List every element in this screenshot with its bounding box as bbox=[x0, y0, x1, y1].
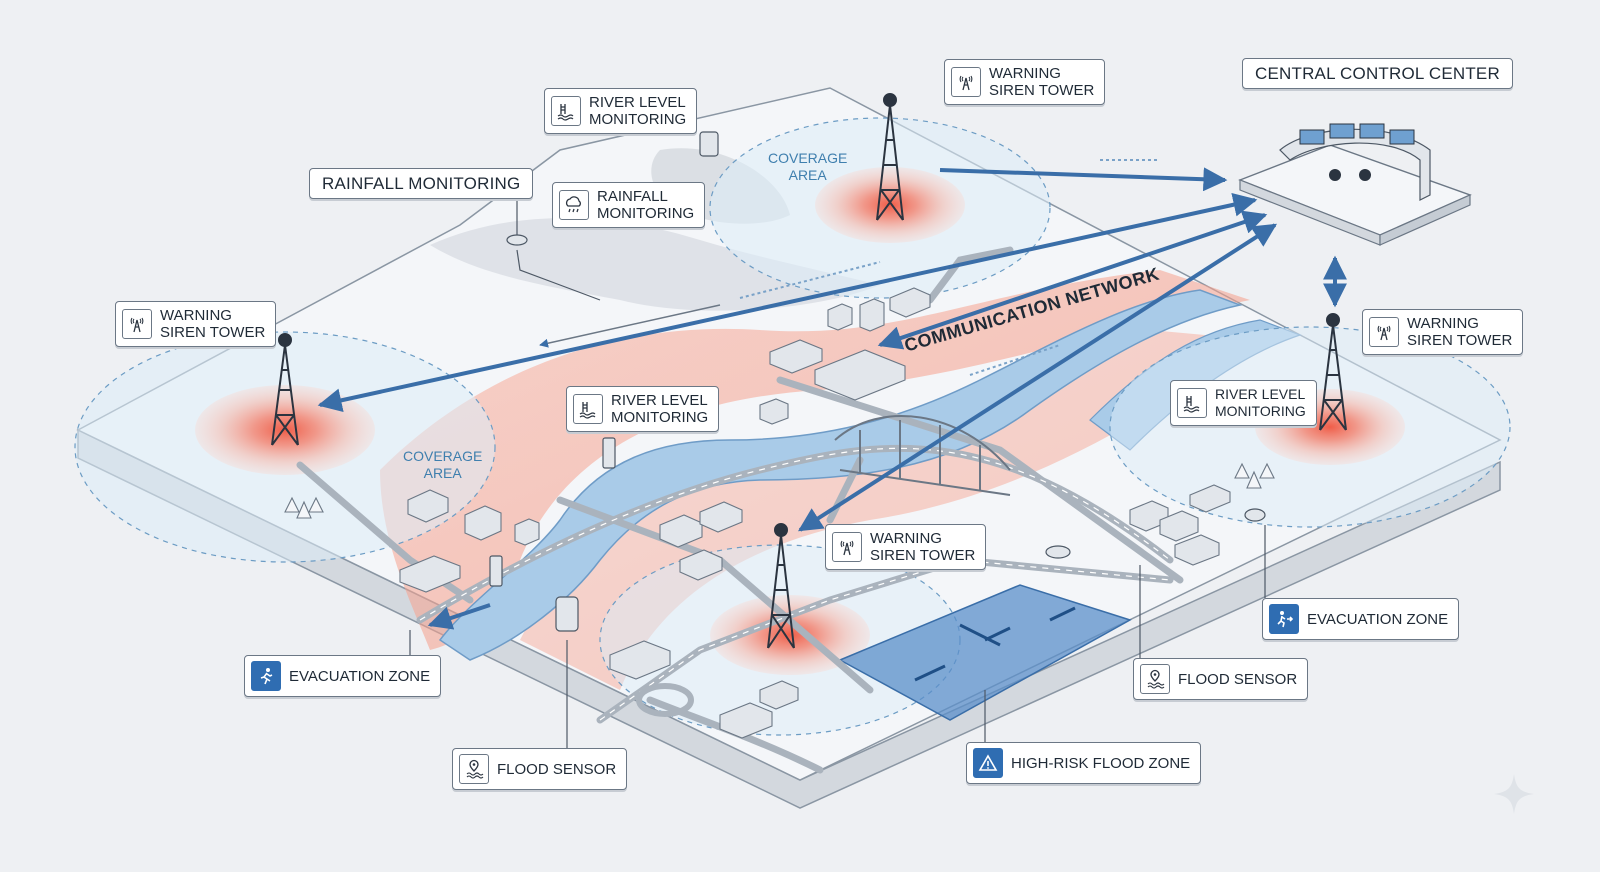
river-gauge-icon bbox=[551, 96, 581, 126]
network-link-thin bbox=[539, 304, 721, 348]
high-risk-flood-zone-area bbox=[838, 584, 1132, 721]
running-person-icon bbox=[251, 661, 281, 691]
siren-towers bbox=[271, 93, 1347, 649]
communication-links bbox=[317, 167, 1347, 630]
data-packets bbox=[739, 159, 1160, 376]
coverage-area-label-left: COVERAGE AREA bbox=[403, 448, 483, 481]
rain-cloud-icon bbox=[559, 190, 589, 220]
sparkle-icon bbox=[1494, 774, 1534, 814]
flood-flow-arrows bbox=[914, 606, 1076, 682]
river-gauge-icon bbox=[573, 394, 603, 424]
roundabout bbox=[636, 683, 694, 717]
location-pin-wave-icon bbox=[459, 754, 489, 784]
control-center-building bbox=[1238, 123, 1472, 246]
coverage-area-label-top: COVERAGE AREA bbox=[768, 150, 848, 183]
running-person-icon bbox=[1269, 604, 1299, 634]
rainfall-monitoring-label-plain: RAINFALL MONITORING bbox=[309, 168, 534, 199]
location-pin-wave-icon bbox=[1140, 664, 1170, 694]
flood-sensor-label-right: FLOOD SENSOR bbox=[1133, 658, 1309, 700]
high-risk-flood-zone-label: HIGH-RISK FLOOD ZONE bbox=[966, 742, 1202, 784]
evacuation-zone-label-right: EVACUATION ZONE bbox=[1262, 598, 1460, 640]
siren-tower-icon bbox=[832, 532, 862, 562]
evacuation-zone-label-left: EVACUATION ZONE bbox=[244, 655, 442, 697]
warning-triangle-icon bbox=[973, 748, 1003, 778]
siren-tower-icon bbox=[1369, 317, 1399, 347]
flood-sensor-label-left: FLOOD SENSOR bbox=[452, 748, 628, 790]
siren-tower-icon bbox=[951, 67, 981, 97]
central-control-center-label: CENTRAL CONTROL CENTER bbox=[1242, 58, 1513, 89]
siren-tower-icon bbox=[122, 309, 152, 339]
river-gauge-icon bbox=[1177, 388, 1207, 418]
